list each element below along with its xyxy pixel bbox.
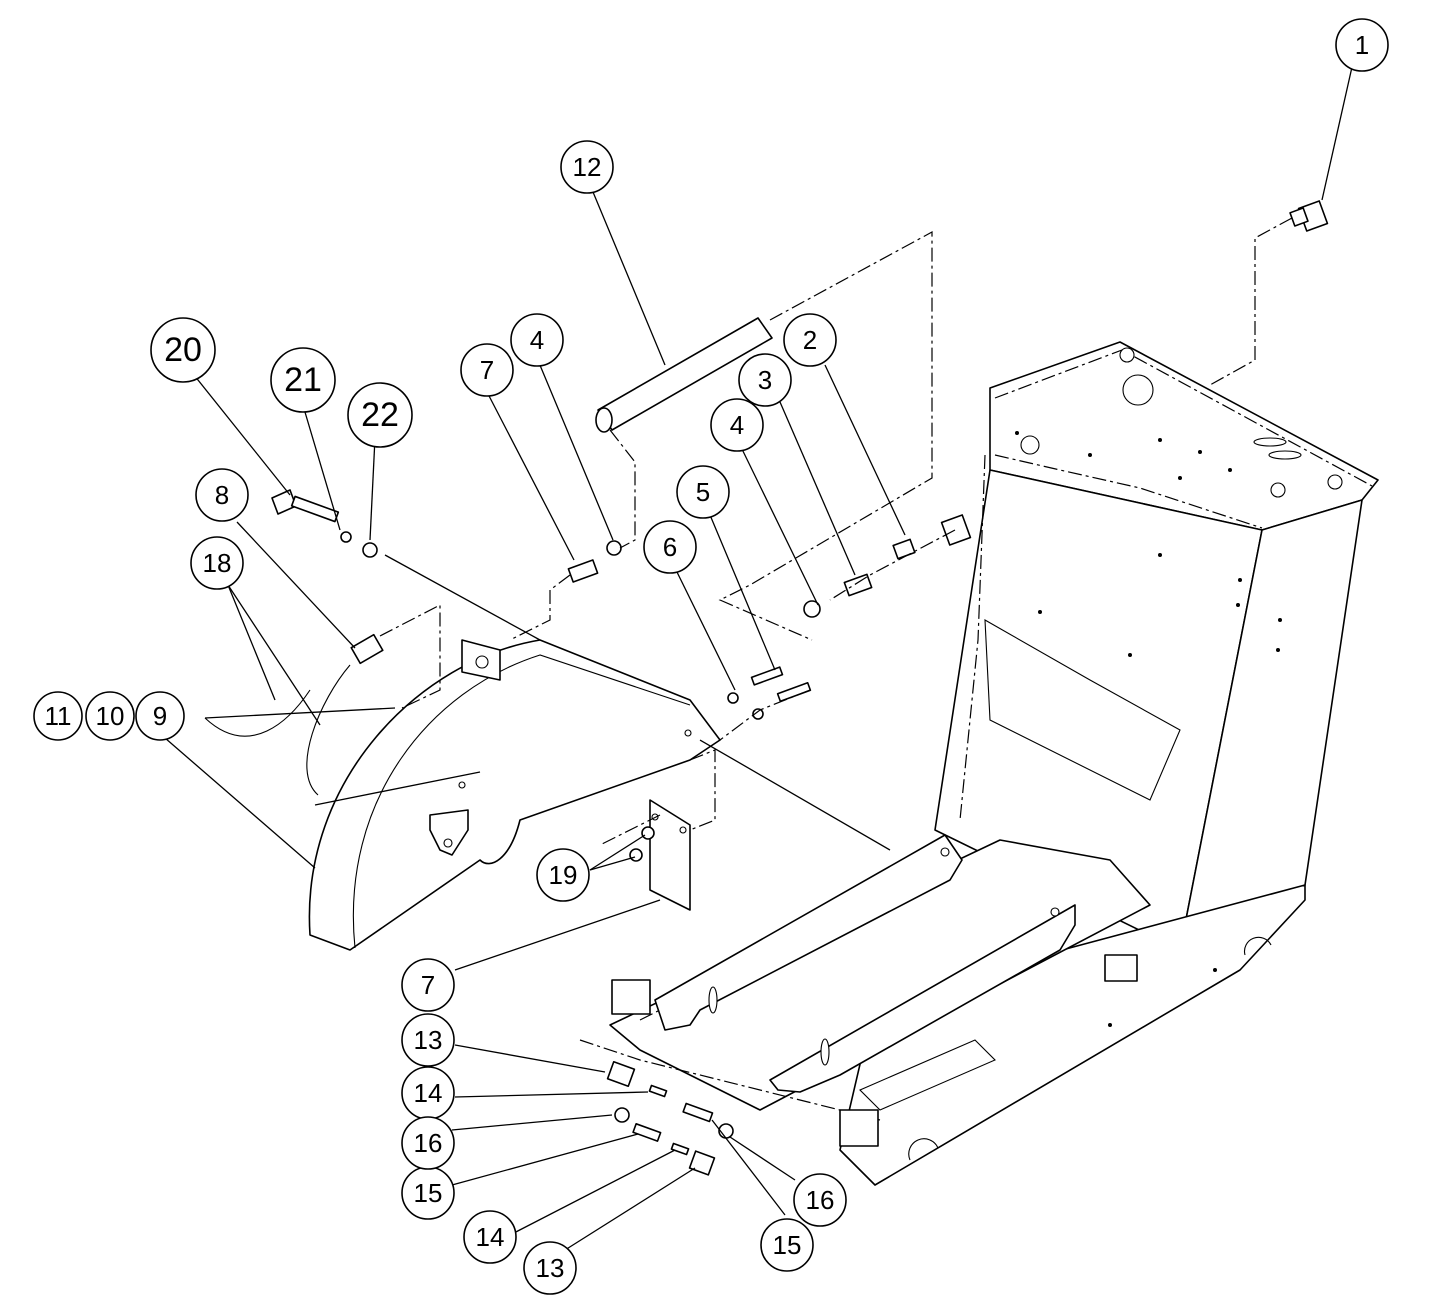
callout-16-left: 16 [401,1116,455,1170]
callout-9: 9 [135,691,185,741]
leader-lines [164,66,1353,1251]
svg-text:21: 21 [284,361,322,399]
callout-22: 22 [347,382,413,448]
svg-text:2: 2 [803,325,817,355]
callout-10: 10 [85,691,135,741]
callout-7-bottom: 7 [401,958,455,1012]
callout-2: 2 [783,313,837,367]
callout-15-left: 15 [401,1166,455,1220]
callout-11: 11 [33,691,83,741]
callout-16-right: 16 [793,1173,847,1227]
callout-19: 19 [536,848,590,902]
svg-text:7: 7 [480,355,494,385]
callout-5: 5 [676,465,730,519]
knob-part-1 [1289,200,1329,232]
svg-text:18: 18 [203,548,232,578]
callout-13-top: 13 [401,1013,455,1067]
svg-text:5: 5 [696,477,710,507]
svg-text:13: 13 [536,1253,565,1283]
callout-13-bottom: 13 [523,1241,577,1295]
svg-text:16: 16 [414,1128,443,1158]
svg-text:8: 8 [215,480,229,510]
svg-text:4: 4 [730,410,744,440]
svg-text:6: 6 [663,532,677,562]
svg-text:14: 14 [476,1222,505,1252]
callouts: 1 2 3 4 4 5 6 7 7 8 9 10 11 12 13 13 14 … [33,18,1389,1295]
svg-text:7: 7 [421,970,435,1000]
callout-4-right: 4 [710,398,764,452]
svg-text:22: 22 [361,396,399,434]
callout-1: 1 [1335,18,1389,72]
callout-4-left: 4 [510,313,564,367]
callout-6: 6 [643,520,697,574]
blade-guard [308,639,721,951]
svg-text:19: 19 [549,860,578,890]
svg-text:1: 1 [1355,30,1369,60]
callout-3: 3 [738,353,792,407]
callout-21: 21 [270,347,336,413]
callout-20: 20 [150,317,216,383]
svg-text:10: 10 [96,701,125,731]
callout-12: 12 [560,140,614,194]
assembly-lines [379,217,1293,846]
svg-text:16: 16 [806,1185,835,1215]
callout-18: 18 [190,536,244,590]
rod-part-12 [595,317,773,433]
callout-15-right: 15 [760,1218,814,1272]
svg-text:20: 20 [164,331,202,369]
callout-7-top: 7 [460,343,514,397]
svg-text:9: 9 [153,701,167,731]
svg-text:14: 14 [414,1078,443,1108]
machine-frame [579,341,1379,1186]
svg-text:4: 4 [530,325,544,355]
small-parts [204,200,1329,1176]
svg-text:12: 12 [573,152,602,182]
svg-text:13: 13 [414,1025,443,1055]
svg-text:15: 15 [414,1178,443,1208]
svg-text:15: 15 [773,1230,802,1260]
callout-8: 8 [195,468,249,522]
callout-14-top: 14 [401,1066,455,1120]
callout-14-bottom: 14 [463,1210,517,1264]
svg-text:11: 11 [45,701,72,731]
svg-text:3: 3 [758,365,772,395]
